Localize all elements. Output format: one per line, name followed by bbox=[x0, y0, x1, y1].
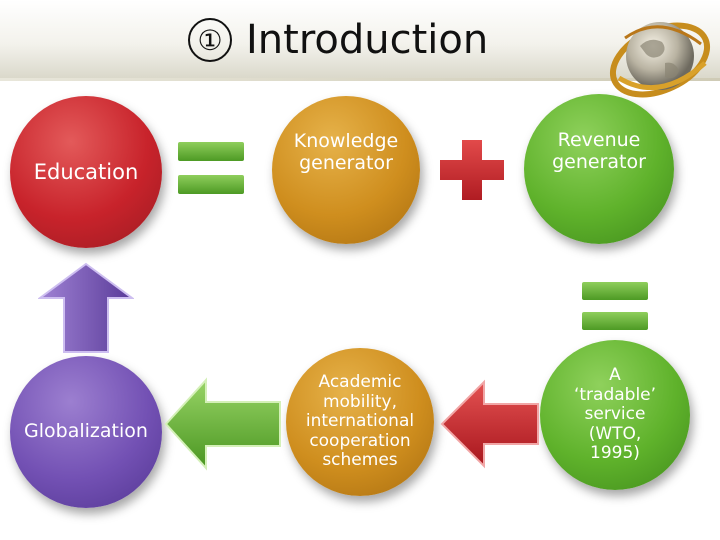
tradable-label-line4: (WTO, bbox=[588, 423, 642, 444]
tradable-label-line5: 1995) bbox=[590, 443, 640, 464]
education-circle: Education bbox=[10, 96, 162, 248]
tradable-label-line1: A bbox=[609, 365, 621, 386]
header-divider bbox=[0, 78, 720, 81]
arrow-up-purple-icon bbox=[38, 262, 134, 353]
tradable-service-circle: A ‘tradable’ service (WTO, 1995) bbox=[540, 340, 690, 490]
revenue-generator-circle: Revenue generator bbox=[524, 94, 674, 244]
academic-label-line1: Academic bbox=[318, 372, 402, 393]
education-label: Education bbox=[33, 159, 139, 184]
academic-label-line4: cooperation bbox=[309, 430, 411, 451]
globe-icon bbox=[609, 22, 711, 98]
knowledge-label-line2: generator bbox=[299, 152, 393, 174]
plus-icon bbox=[440, 140, 504, 200]
knowledge-label-line1: Knowledge bbox=[293, 130, 399, 153]
title-number: ① bbox=[188, 18, 232, 62]
globalization-circle: Globalization bbox=[10, 356, 162, 508]
arrow-left-red-icon bbox=[440, 379, 539, 469]
equals-icon-2 bbox=[582, 282, 648, 330]
academic-label-line2: mobility, bbox=[322, 391, 398, 412]
academic-label-line5: schemes bbox=[322, 450, 398, 471]
revenue-label-line2: generator bbox=[552, 151, 646, 173]
arrow-left-green-icon bbox=[164, 377, 281, 471]
tradable-label-line3: service bbox=[584, 404, 646, 425]
academic-mobility-circle: Academic mobility, international coopera… bbox=[286, 348, 434, 496]
tradable-label-line2: ‘tradable’ bbox=[573, 384, 657, 405]
header-band bbox=[0, 0, 720, 80]
globalization-label: Globalization bbox=[24, 420, 148, 443]
revenue-label-line1: Revenue bbox=[557, 129, 641, 152]
academic-label-line3: international bbox=[305, 411, 415, 432]
title-text: Introduction bbox=[246, 17, 489, 63]
knowledge-generator-circle: Knowledge generator bbox=[272, 96, 420, 244]
equals-icon bbox=[178, 142, 244, 194]
slide-title: ① Introduction bbox=[188, 14, 488, 66]
